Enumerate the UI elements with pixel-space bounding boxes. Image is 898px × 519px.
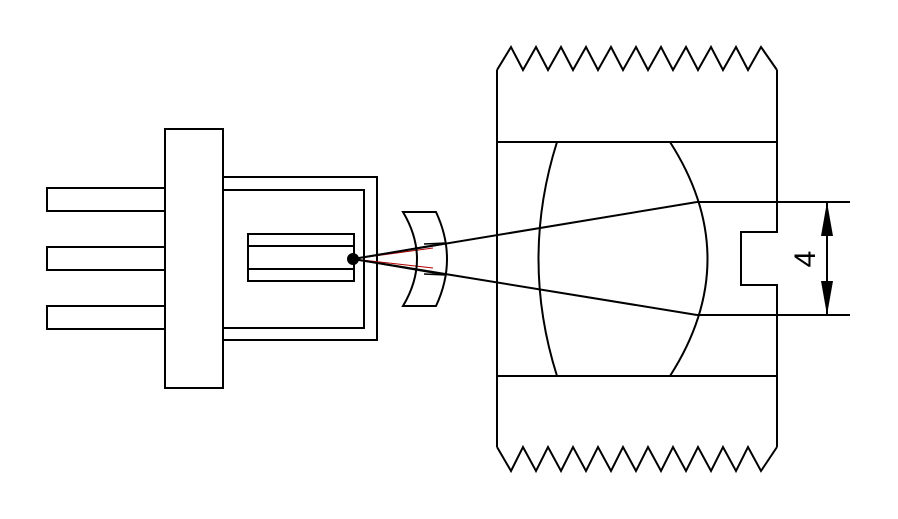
beam-width-dimension: 4 [777, 201, 850, 316]
laser-diode-package [46, 128, 378, 389]
diode-pin-1 [46, 187, 166, 212]
housing-outline-bottom [496, 444, 778, 474]
laser-rays [352, 201, 698, 316]
lens-housing [496, 44, 778, 474]
diode-cap-inner [222, 189, 365, 329]
diode-pin-2 [46, 246, 166, 271]
diode-chip-mount [247, 233, 355, 282]
beam-lower-edge [352, 258, 698, 316]
meniscus-lens-ray-merge [423, 242, 447, 276]
laser-emitter-point [347, 253, 359, 265]
meniscus-lens [352, 211, 448, 307]
collimating-lens [537, 141, 709, 377]
dimension-label: 4 [789, 251, 822, 268]
dimension-arrow-top-icon [821, 202, 833, 236]
beam-outline [352, 201, 777, 316]
beam-upper-edge [352, 201, 698, 260]
meniscus-lens-body [401, 211, 448, 307]
housing-right-wall [740, 70, 778, 447]
diode-pin-3 [46, 305, 166, 330]
dimension-arrow-bottom-icon [821, 281, 833, 315]
housing-outline-top [496, 44, 778, 73]
lens-left-surface [537, 141, 558, 377]
diode-flange [164, 128, 224, 389]
lens-right-surface [669, 141, 709, 377]
